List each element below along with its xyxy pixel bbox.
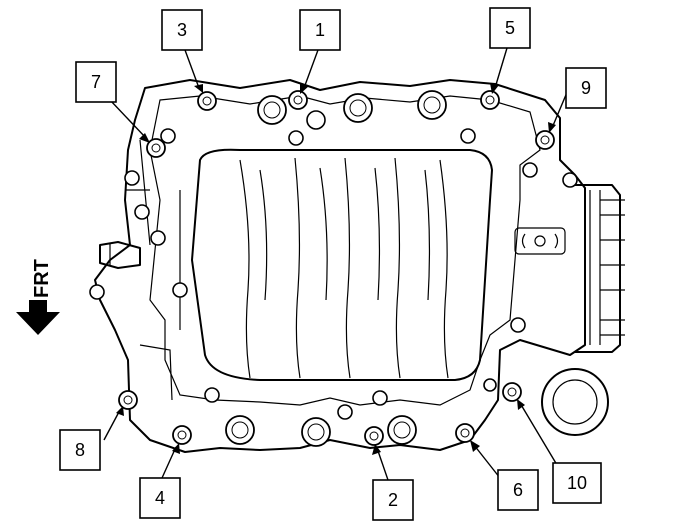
bolt-10: [502, 382, 522, 402]
svg-text:9: 9: [581, 78, 591, 98]
bolt-9: [535, 130, 555, 150]
leader-2: [376, 447, 389, 481]
callout-5: 5: [489, 7, 531, 49]
leader-7: [109, 99, 147, 139]
callout-3: 3: [161, 9, 203, 51]
leader-6: [473, 444, 501, 479]
front-arrow-icon: [16, 300, 60, 335]
svg-text:8: 8: [75, 440, 85, 460]
callout-2: 2: [372, 479, 414, 521]
leader-4: [161, 446, 177, 479]
svg-text:4: 4: [155, 488, 165, 508]
svg-text:10: 10: [567, 473, 587, 493]
svg-text:3: 3: [177, 20, 187, 40]
callouts: 1 2 3 4 5 6 7 8: [59, 7, 607, 521]
bolt-7: [146, 138, 166, 158]
leader-1: [303, 49, 319, 89]
callout-1: 1: [299, 9, 341, 51]
leader-3: [184, 49, 200, 89]
bolt-2: [364, 426, 384, 446]
leader-lines: [103, 47, 569, 481]
svg-text:6: 6: [513, 480, 523, 500]
leader-5: [494, 47, 508, 89]
callout-6: 6: [497, 469, 539, 511]
svg-text:7: 7: [91, 72, 101, 92]
callout-4: 4: [139, 477, 181, 519]
front-indicator: FRT: [16, 259, 60, 335]
callout-7: 7: [75, 61, 117, 103]
svg-text:5: 5: [505, 18, 515, 38]
manifold-body: [89, 79, 625, 453]
callout-9: 9: [565, 67, 607, 109]
bolts: [118, 90, 555, 446]
bolt-3: [197, 91, 217, 111]
bolt-6: [455, 423, 475, 443]
callout-10: 10: [552, 462, 602, 504]
callout-8: 8: [59, 429, 101, 471]
bolt-1: [288, 90, 308, 110]
bolt-4: [172, 425, 192, 445]
bolt-5: [480, 90, 500, 110]
bolt-8: [118, 390, 138, 410]
svg-text:1: 1: [315, 20, 325, 40]
leader-8: [103, 409, 121, 441]
front-label: FRT: [31, 259, 53, 298]
svg-text:2: 2: [388, 490, 398, 510]
